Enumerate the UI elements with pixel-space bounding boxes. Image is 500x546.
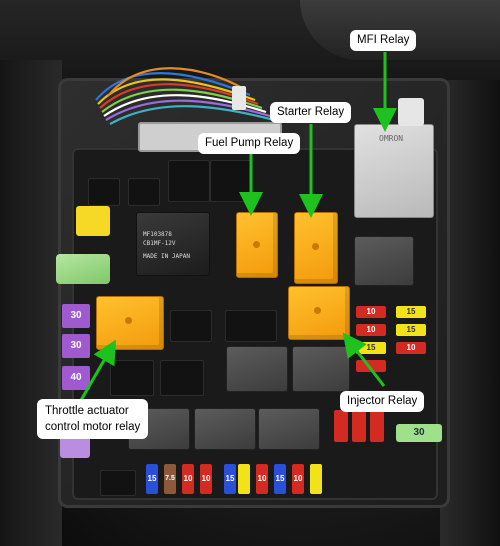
empty-slot — [128, 178, 160, 206]
mini-fuse: 15 — [146, 464, 158, 494]
injector-relay-arrow — [342, 332, 386, 387]
mini-fuse — [352, 410, 366, 442]
mini-fuse: 7.5 — [164, 464, 176, 494]
maxi-fuse: 30 — [62, 304, 90, 328]
empty-slot — [168, 160, 210, 202]
gray-relay — [354, 236, 414, 286]
throttle-relay-arrow — [78, 339, 116, 403]
empty-slot — [170, 310, 212, 342]
relay-terminal-dot — [312, 243, 319, 250]
mini-fuse: 10 — [182, 464, 194, 494]
mini-fuse: 10 — [200, 464, 212, 494]
mini-fuse: 10 — [292, 464, 304, 494]
empty-slot — [160, 360, 204, 396]
mini-fuse — [356, 360, 386, 372]
throttle-relay-label: Throttle actuator control motor relay — [37, 399, 149, 439]
mini-fuse: 10 — [256, 464, 268, 494]
mfi-relay-brand: OMRON — [379, 134, 404, 143]
mini-fuse — [334, 410, 348, 442]
green-maxi-fuse — [56, 254, 110, 284]
mfi-relay: OMRON — [354, 124, 434, 218]
mini-fuse: 10 — [396, 342, 426, 354]
throttle-relay-label-line1: Throttle actuator — [45, 405, 129, 417]
gray-relay — [226, 346, 288, 392]
harness-clip — [232, 86, 246, 110]
starter-relay — [294, 212, 338, 284]
injector-relay — [288, 286, 350, 340]
mfi-relay-top-tab — [398, 98, 424, 126]
mfi-relay-label: MFI Relay — [350, 30, 417, 51]
empty-slot — [100, 470, 136, 496]
black-relay-marking: CB1MF-12V — [143, 240, 176, 247]
maxi-fuse: 40 — [62, 366, 90, 390]
mini-fuse — [310, 464, 322, 494]
fuel-pump-relay-label: Fuel Pump Relay — [198, 133, 301, 154]
black-relay: MF103878 CB1MF-12V MADE IN JAPAN — [136, 212, 210, 276]
empty-slot — [110, 360, 154, 396]
corner-green-fuse: 30 — [396, 424, 442, 442]
injector-relay-label: Injector Relay — [340, 391, 425, 412]
mini-fuse — [238, 464, 250, 494]
relay-terminal-dot — [253, 241, 260, 248]
relay-terminal-dot — [125, 317, 132, 324]
black-relay-marking: MF103878 — [143, 231, 172, 238]
mini-fuse: 10 — [356, 306, 386, 318]
mini-fuse: 15 — [224, 464, 236, 494]
gray-relay — [194, 408, 256, 450]
gray-relay — [258, 408, 320, 450]
mini-fuse: 15 — [396, 324, 426, 336]
starter-relay-label: Starter Relay — [270, 102, 352, 123]
mini-fuse: 15 — [274, 464, 286, 494]
fuel-pump-relay — [236, 212, 278, 278]
throttle-relay-label-line2: control motor relay — [45, 421, 141, 433]
black-relay-marking: MADE IN JAPAN — [143, 253, 190, 260]
mini-fuse: 15 — [396, 306, 426, 318]
mini-fuse — [370, 410, 384, 442]
relay-terminal-dot — [314, 307, 321, 314]
maxi-fuse: 30 — [62, 334, 90, 358]
empty-slot — [225, 310, 277, 342]
empty-slot — [88, 178, 120, 206]
gray-relay — [292, 346, 350, 392]
engine-bay-left — [0, 60, 62, 546]
engine-bay-right — [440, 80, 500, 546]
yellow-fuse-holder — [76, 206, 110, 236]
